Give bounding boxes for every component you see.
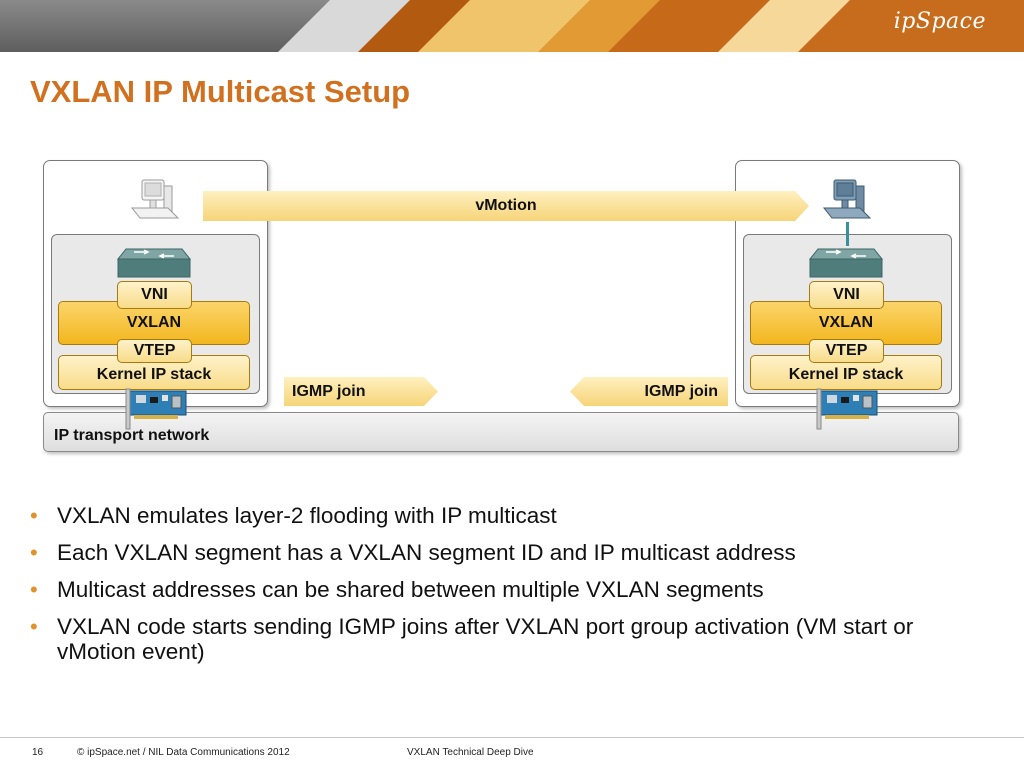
left-vni-label: VNI <box>141 286 168 303</box>
right-vni-box: VNI <box>809 281 884 309</box>
bullet-list: • VXLAN emulates layer-2 flooding with IP… <box>30 503 990 676</box>
bullet-text: VXLAN code starts sending IGMP joins aft… <box>57 614 914 664</box>
bullet-item: • Each VXLAN segment has a VXLAN segment … <box>30 540 990 565</box>
bullet-dot-icon: • <box>30 614 38 639</box>
left-vxlan-box: VXLAN <box>58 301 250 345</box>
right-vtep-box: VTEP <box>809 339 884 363</box>
igmp-join-right-label: IGMP join <box>644 382 718 400</box>
header-banner: ipSpace <box>0 0 1024 52</box>
left-vtep-box: VTEP <box>117 339 192 363</box>
left-vtep-label: VTEP <box>133 342 176 359</box>
igmp-join-right-arrow: IGMP join <box>570 377 728 406</box>
network-card-icon <box>816 388 878 430</box>
footer-divider <box>0 737 1024 738</box>
right-vni-label: VNI <box>833 286 860 303</box>
virtual-switch-icon <box>808 248 884 278</box>
bullet-dot-icon: • <box>30 503 38 528</box>
bullet-item: • Multicast addresses can be shared betwe… <box>30 577 990 602</box>
right-kernel-ip-stack-label: Kernel IP stack <box>788 366 904 383</box>
bullet-item: • VXLAN code starts sending IGMP joins af… <box>30 614 937 664</box>
ip-transport-network-label: IP transport network <box>54 427 210 444</box>
bullet-dot-icon: • <box>30 540 38 565</box>
footer-copyright: © ipSpace.net / NIL Data Communications … <box>77 747 290 758</box>
vm-computer-icon <box>822 179 872 219</box>
right-vxlan-label: VXLAN <box>818 314 874 331</box>
vmotion-arrow: vMotion <box>203 191 809 221</box>
igmp-join-left-label: IGMP join <box>292 382 366 400</box>
left-vxlan-label: VXLAN <box>126 314 182 331</box>
page-title: VXLAN IP Multicast Setup <box>30 74 411 109</box>
vm-computer-icon <box>130 179 180 219</box>
bullet-text: VXLAN emulates layer-2 flooding with IP … <box>57 503 557 528</box>
vm-link-line <box>846 222 849 246</box>
bullet-text: Each VXLAN segment has a VXLAN segment I… <box>57 540 796 565</box>
page-number: 16 <box>32 747 44 758</box>
left-vni-box: VNI <box>117 281 192 309</box>
footer-deck-title: VXLAN Technical Deep Dive <box>407 747 534 758</box>
bullet-dot-icon: • <box>30 577 38 602</box>
igmp-join-left-arrow: IGMP join <box>284 377 438 406</box>
bullet-item: • VXLAN emulates layer-2 flooding with IP… <box>30 503 990 528</box>
vmotion-label: vMotion <box>475 197 537 214</box>
left-kernel-ip-stack: Kernel IP stack <box>58 355 250 390</box>
bullet-text: Multicast addresses can be shared betwee… <box>57 577 764 602</box>
network-card-icon <box>125 388 187 430</box>
right-vtep-label: VTEP <box>825 342 868 359</box>
ipspace-logo: ipSpace <box>893 9 986 34</box>
left-kernel-ip-stack-label: Kernel IP stack <box>96 366 212 383</box>
ip-transport-network: IP transport network <box>43 412 959 452</box>
virtual-switch-icon <box>116 248 192 278</box>
